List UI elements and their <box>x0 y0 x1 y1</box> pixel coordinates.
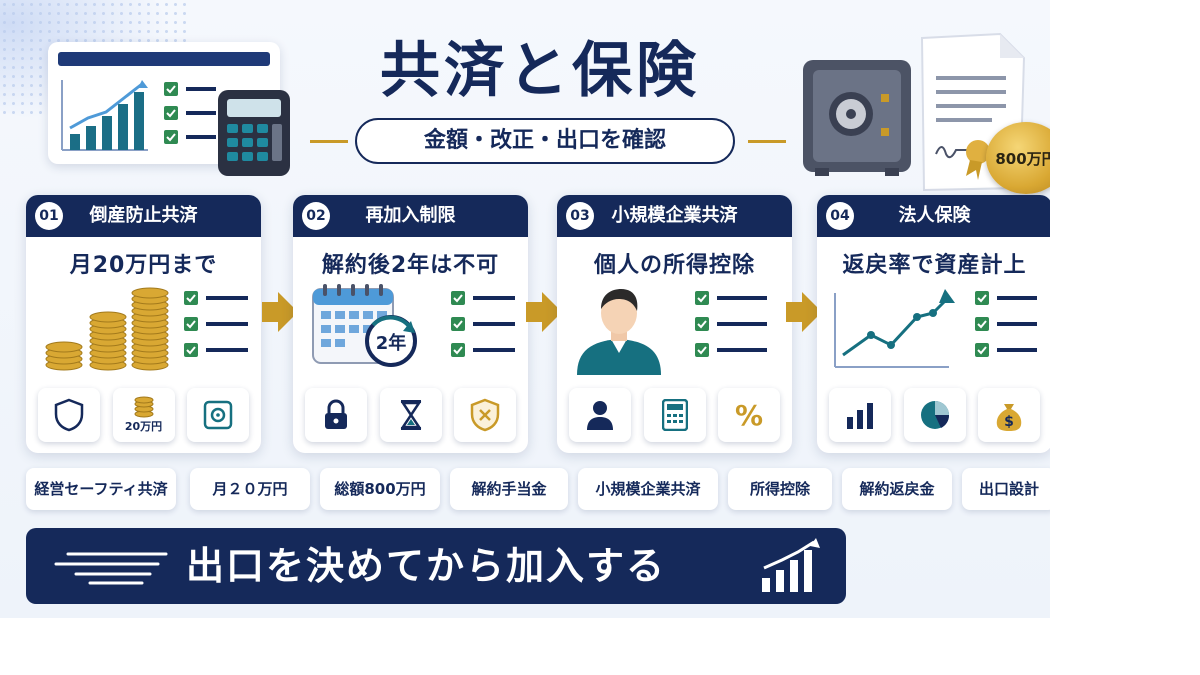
card-1-title: 倒産防止共済 <box>89 205 198 226</box>
growth-chart-icon <box>762 538 820 592</box>
arrow-right-icon <box>786 292 822 332</box>
tag-item: 小規模企業共済 <box>578 468 718 510</box>
tag-item: 所得控除 <box>728 468 832 510</box>
safe-icon <box>803 60 911 176</box>
chart-header-bar <box>58 52 270 66</box>
keyword-tags: 経営セーフティ共済 月２０万円 総額800万円 解約手当金 小規模企業共済 所得… <box>26 468 1050 510</box>
card-1-number: 01 <box>35 202 63 230</box>
pie-chart-icon <box>903 388 966 442</box>
tag-item: 月２０万円 <box>190 468 310 510</box>
calculator-icon <box>218 90 290 176</box>
clock-label: 2年 <box>376 332 407 354</box>
card-3-header: 03 小規模企業共済 <box>557 195 792 237</box>
bar-chart-icon <box>829 388 891 442</box>
banner-text: 出口を決めてから加入する <box>186 544 667 588</box>
lock-icon <box>305 388 367 442</box>
tag-item: 解約返戻金 <box>842 468 952 510</box>
card-4-header: 04 法人保険 <box>817 195 1050 237</box>
medal-label: 800万円 <box>995 149 1050 168</box>
card-2-icons <box>305 388 516 442</box>
safe-small-icon <box>187 388 249 442</box>
chart-icon <box>61 80 216 151</box>
calendar-icon: 2年 <box>312 284 515 367</box>
gold-divider-right <box>748 140 786 143</box>
card-4-title: 法人保険 <box>898 205 971 226</box>
card-3-title: 小規模企業共済 <box>611 205 738 226</box>
card-4: 04 法人保険 返戻率で資産計上 $ <box>817 195 1050 453</box>
coin-label: 20万円 <box>124 420 163 433</box>
person-icon <box>577 289 767 375</box>
calculator-small-icon <box>643 388 706 442</box>
shield-icon <box>38 388 100 442</box>
card-1: 01 倒産防止共済 月20万円まで 20万円 <box>26 195 261 453</box>
dollar-glyph: $ <box>1004 414 1014 430</box>
card-2-header: 02 再加入制限 <box>293 195 528 237</box>
page-title: 共済と保険 <box>380 36 700 106</box>
medal-icon: 800万円 <box>986 122 1050 194</box>
arrow-right-icon <box>526 292 562 332</box>
speed-lines-icon <box>54 552 168 585</box>
card-3-subtitle: 個人の所得控除 <box>593 253 755 278</box>
money-bag-icon: $ <box>978 388 1040 442</box>
coin-label-box: 20万円 <box>112 388 175 442</box>
gold-divider-left <box>310 140 348 143</box>
tag-item: 解約手当金 <box>450 468 568 510</box>
subtitle-pill: 金額・改正・出口を確認 <box>355 118 735 164</box>
card-1-subtitle: 月20万円まで <box>69 253 218 278</box>
card-3-icons: % <box>569 388 780 442</box>
shield-x-icon <box>454 388 516 442</box>
card-4-icons: $ <box>829 388 1040 442</box>
card-2: 02 再加入制限 解約後2年は不可 2年 <box>293 195 528 453</box>
infographic-canvas: 共済と保険 金額・改正・出口を確認 800万円 01 倒産防止共済 <box>0 0 1050 618</box>
conclusion-banner: 出口を決めてから加入する <box>26 528 846 604</box>
card-2-subtitle: 解約後2年は不可 <box>321 253 500 278</box>
line-chart-icon <box>834 289 1037 368</box>
coin-stack-icon <box>45 287 248 371</box>
arrow-right-icon <box>262 292 298 332</box>
hourglass-icon <box>379 388 442 442</box>
card-2-number: 02 <box>302 202 330 230</box>
card-4-subtitle: 返戻率で資産計上 <box>842 253 1027 278</box>
card-1-header: 01 倒産防止共済 <box>26 195 261 237</box>
percent-icon: % <box>718 388 780 442</box>
card-3: 03 小規模企業共済 個人の所得控除 % <box>557 195 792 453</box>
percent-glyph: % <box>734 398 764 432</box>
tag-item: 総額800万円 <box>320 468 440 510</box>
card-1-icons: 20万円 <box>38 388 249 442</box>
tag-item: 経営セーフティ共済 <box>26 468 176 510</box>
card-4-number: 04 <box>826 202 854 230</box>
tag-item: 出口設計 <box>962 468 1050 510</box>
card-2-title: 再加入制限 <box>365 205 456 226</box>
card-3-number: 03 <box>566 202 594 230</box>
user-icon <box>569 388 631 442</box>
